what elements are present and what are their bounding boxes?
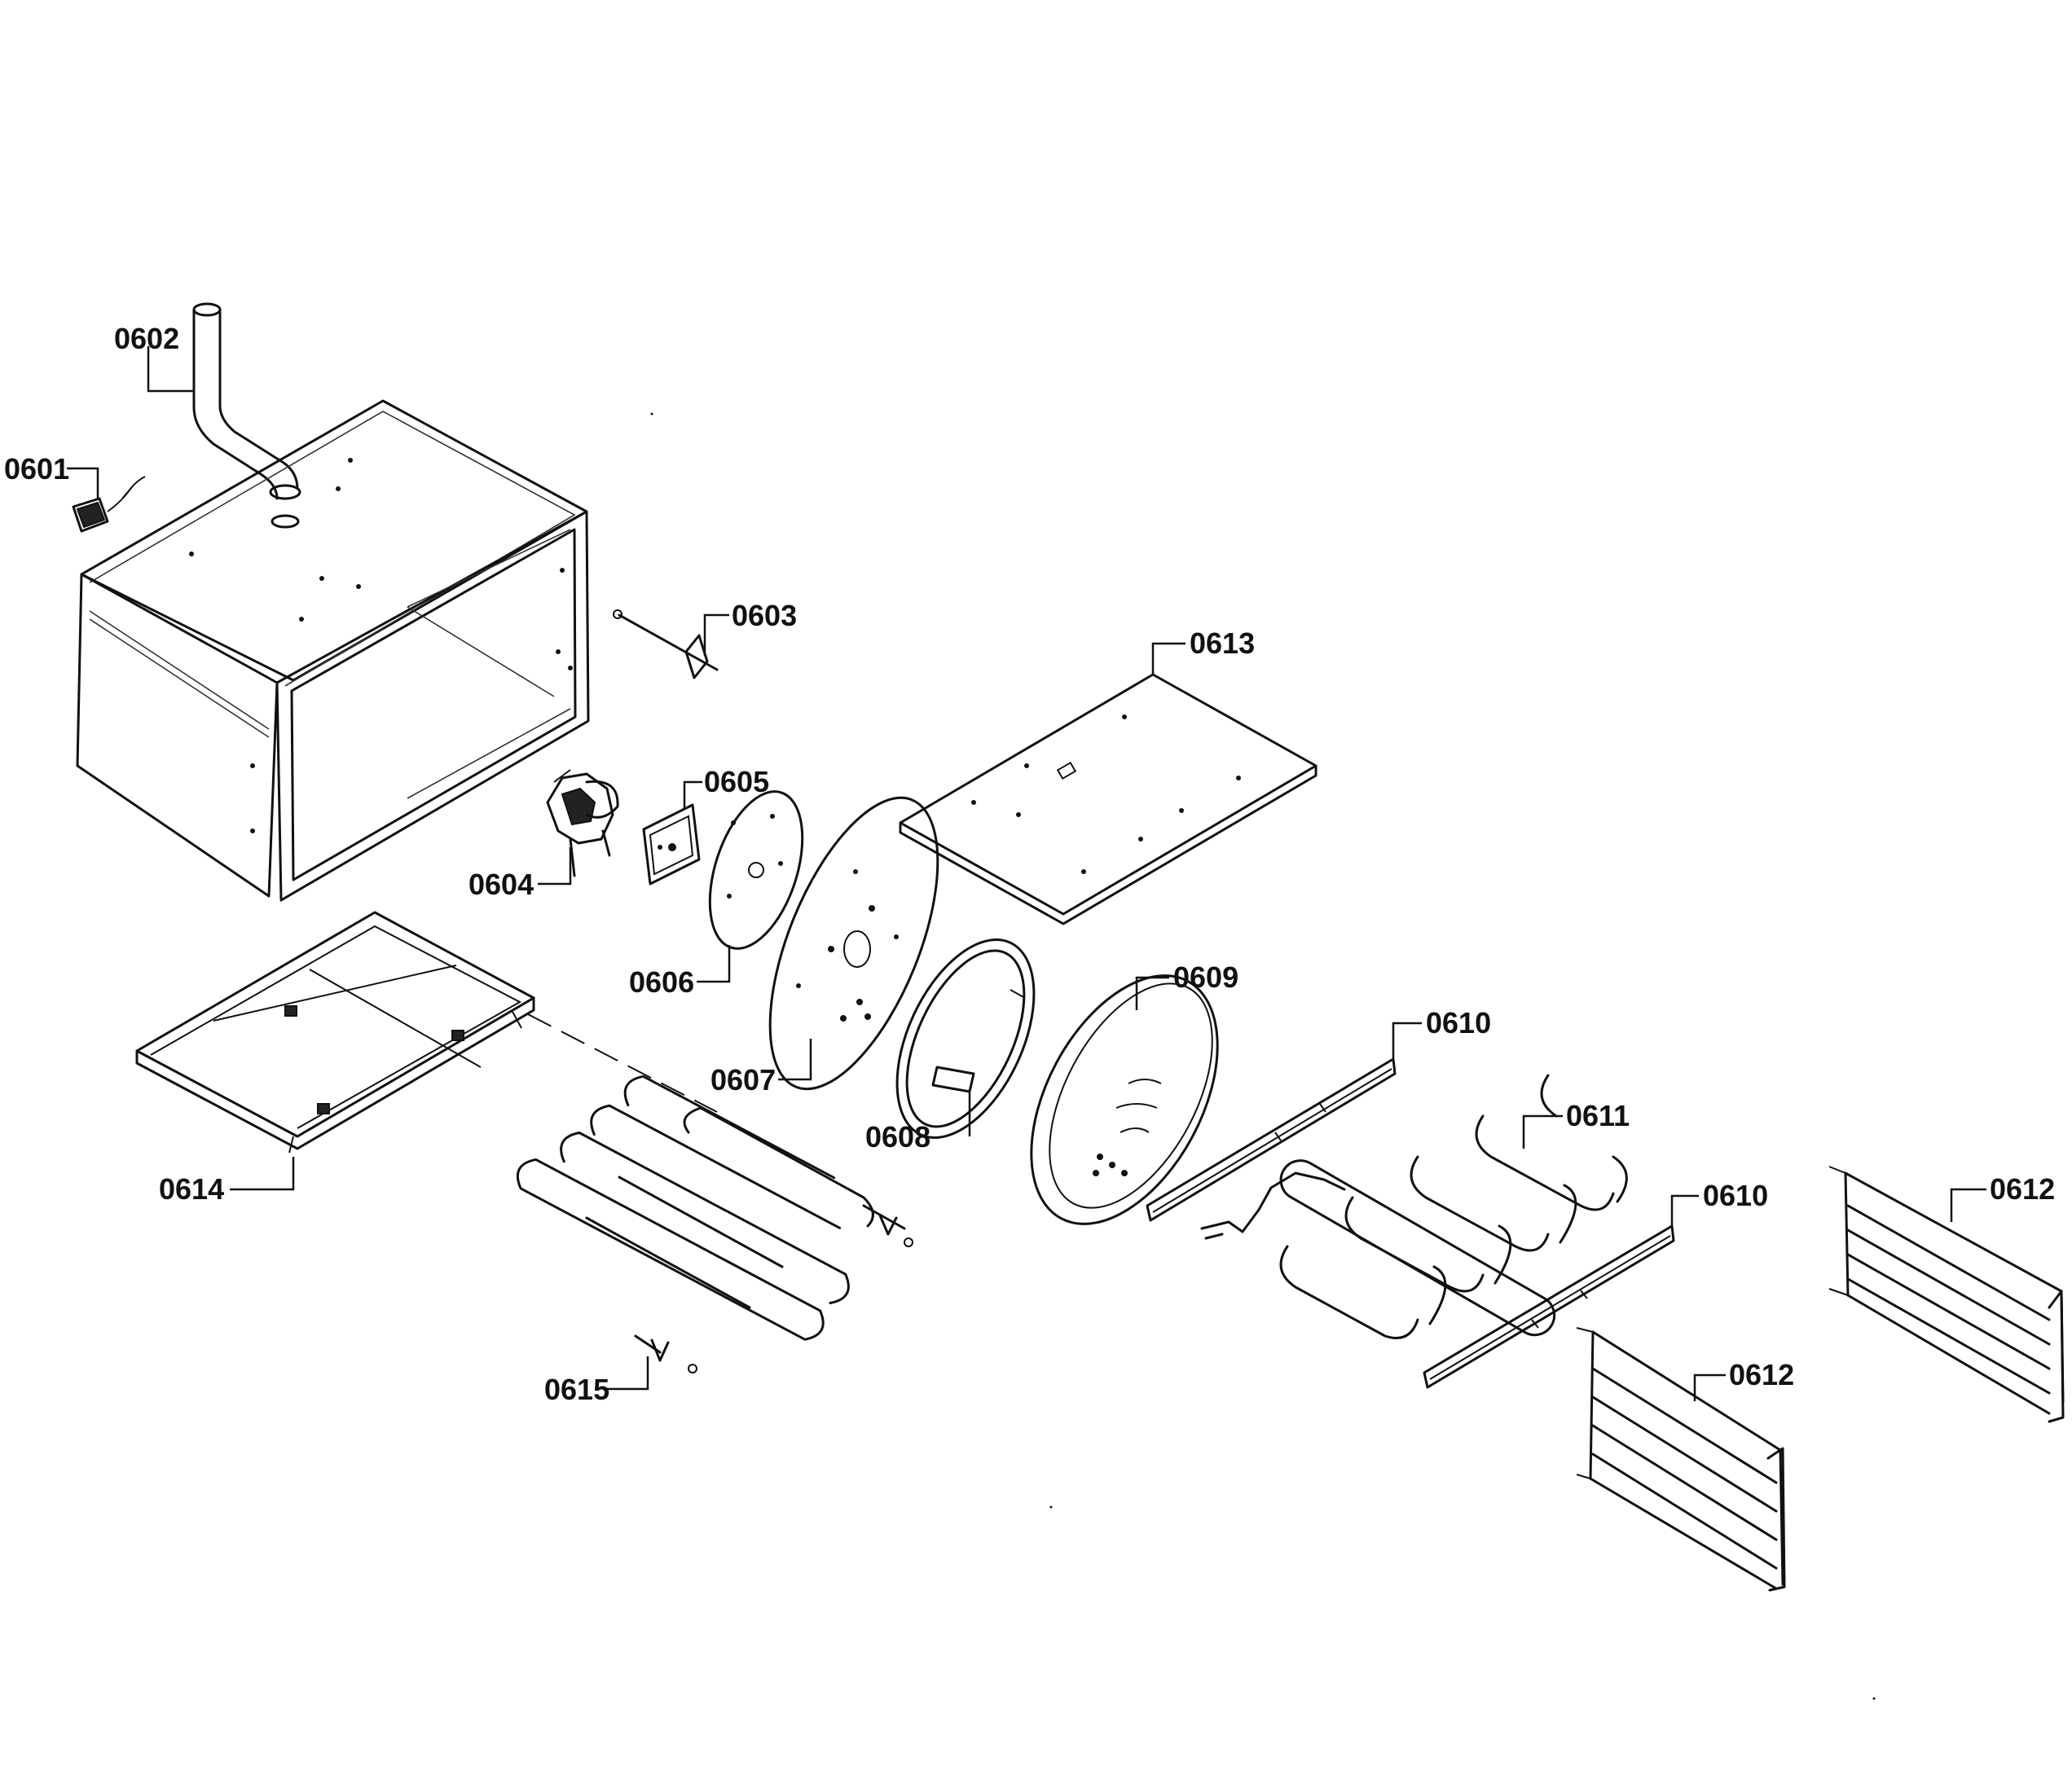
callout-0612-left: 0612: [1729, 1358, 1794, 1391]
part-0606-gasket-disc: [708, 790, 804, 950]
part-0605-mounting-plate: [642, 803, 701, 886]
callout-0615: 0615: [544, 1373, 609, 1406]
scan-speck: [1872, 1697, 1876, 1700]
alignment-line: [527, 1013, 718, 1113]
part-0610-side-rail-lower: [1423, 1224, 1675, 1389]
callout-0608: 0608: [865, 1120, 930, 1154]
callout-0611: 0611: [1566, 1099, 1630, 1132]
callout-0606: 0606: [629, 965, 694, 999]
callout-labels: 0601 0602 0603 0604 0605 0606 0607 0608 …: [4, 322, 2055, 1406]
part-0612-rack-right: [1828, 1166, 2065, 1423]
callout-0605: 0605: [704, 765, 769, 798]
part-0607-fan-cover-plate: [768, 796, 939, 1091]
part-0603-probe: [613, 609, 719, 679]
oven-cavity-box: [76, 399, 590, 902]
part-0609-fan-cover-dome: [1030, 974, 1219, 1225]
part-0615-bake-element: [516, 1075, 913, 1373]
callout-0610-lower: 0610: [1703, 1179, 1768, 1212]
leader-lines: [67, 346, 1986, 1401]
callout-0613: 0613: [1190, 626, 1255, 660]
callout-0614: 0614: [159, 1172, 224, 1206]
part-0614-bottom-tray: [135, 911, 535, 1154]
callout-0612-right: 0612: [1990, 1172, 2055, 1206]
callout-0604: 0604: [469, 868, 534, 901]
callout-0610-upper: 0610: [1426, 1006, 1491, 1039]
part-0604-fan-motor: [546, 769, 619, 877]
callout-0601: 0601: [4, 452, 69, 486]
callout-0602: 0602: [114, 322, 179, 355]
scan-speck: [650, 412, 653, 415]
scan-speck: [1049, 1505, 1053, 1509]
part-0610-side-rail-upper: [1146, 1057, 1397, 1222]
callout-0609: 0609: [1173, 960, 1238, 994]
part-0601-sensor: [72, 476, 146, 533]
part-0611-serpentine-element: [1200, 1074, 1628, 1339]
part-0613-top-panel: [899, 673, 1318, 925]
part-0602-vent-pipe: [192, 302, 301, 529]
callout-0607: 0607: [710, 1063, 776, 1097]
part-0612-rack-left: [1576, 1327, 1786, 1592]
callout-0603: 0603: [732, 599, 797, 632]
